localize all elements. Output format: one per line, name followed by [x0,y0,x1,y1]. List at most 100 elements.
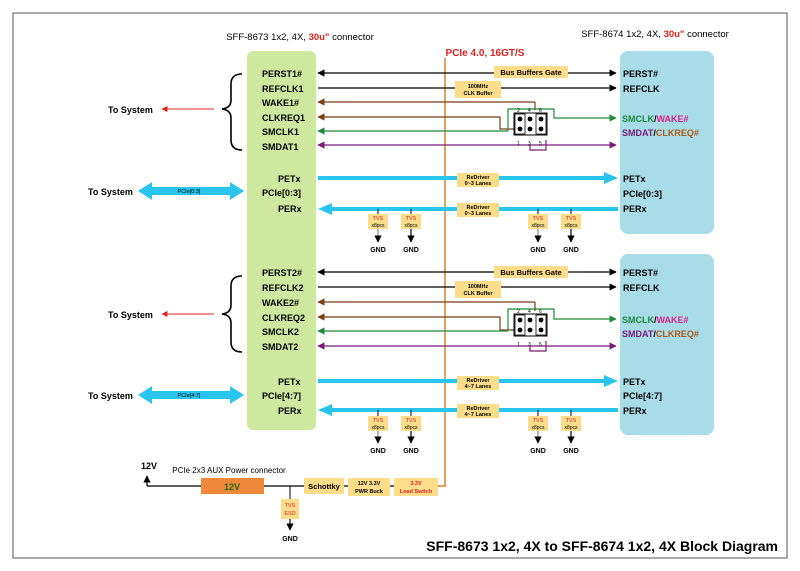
load-switch-line2: Load Switch [400,489,433,495]
power-12v-label: 12V [141,461,157,471]
port2-right-perst: PERST# [623,268,658,278]
port1-to-system-label: To System [108,105,153,115]
svg-text:TVS: TVS [533,216,544,222]
port1-clk-buffer [455,81,501,98]
port1-right-pcie: PCIe[0:3] [623,189,662,199]
port1-left-per: PERx [278,204,302,214]
port1-right-perst: PERST# [623,69,658,79]
port2-per-arrowhead [318,404,332,416]
port1-left-pcie: PCIe[0:3] [262,188,301,198]
port2-smclk-label: SMCLK2 [262,327,299,337]
port1-system-bus-right-head [230,182,244,200]
buck-box [348,478,390,496]
port2-redriver-rx-line2: 4~7 Lanes [465,412,492,418]
port1-right-smdat-clkreq: SMDAT/CLKREQ# [622,128,699,138]
svg-text:6: 6 [539,309,542,315]
schottky-label: Schottky [308,482,341,491]
svg-text:1: 1 [517,141,520,147]
svg-text:TVS: TVS [533,418,544,424]
port1-redriver-rx-line2: 0~3 Lanes [465,211,492,217]
port1-right-refclk: REFCLK [623,84,660,94]
svg-text:x8pcs: x8pcs [564,425,578,431]
left-connector-block [247,51,316,430]
svg-text:GND: GND [370,448,386,455]
svg-text:GND: GND [563,247,579,254]
port1-per-arrowhead [318,203,332,215]
svg-text:GND: GND [370,247,386,254]
port1-brace [221,73,243,151]
power-section: 12V PCIe 2x3 AUX Power connector 12V Sch… [141,461,438,543]
svg-text:5: 5 [539,141,542,147]
port2-right-pet: PETx [623,377,646,387]
port2-right-per: PERx [623,406,647,416]
esd-box [281,499,299,519]
svg-text:4: 4 [528,309,531,315]
port1-clkreq-line [317,113,514,130]
load-switch-line1: 3.3V [410,481,422,487]
svg-text:TVS: TVS [566,216,577,222]
port1-bus-buffers-gate [494,66,568,78]
right-connector-title: SFF-8674 1x2, 4X, 30u" connector [581,29,729,40]
port2-clk-buffer-line2: CLK Buffer [463,291,493,297]
esd-line2: ESD [284,511,295,517]
port2-left-per: PERx [278,406,302,416]
svg-text:6: 6 [539,108,542,114]
port1-redriver-rx-line1: ReDriver [467,205,491,211]
port1-redriver-rx [457,203,499,217]
svg-text:TVS: TVS [406,418,417,424]
port2-right-smdat-clkreq: SMDAT/CLKREQ# [622,329,699,339]
svg-text:GND: GND [563,448,579,455]
svg-text:x8pcs: x8pcs [404,425,418,431]
port1-redriver-tx [457,173,499,187]
port2-smdat-label: SMDAT2 [262,342,298,352]
port2-perst-label: PERST2# [262,268,302,278]
port1-clk-buffer-line1: 100MHz [468,84,489,90]
port1-left-pet: PETx [278,174,301,184]
svg-text:TVS: TVS [373,418,384,424]
svg-text:x8pcs: x8pcs [371,425,385,431]
port2-left-pcie: PCIe[4:7] [262,391,301,401]
power-connector [201,478,264,494]
port2-clkreq-label: CLKREQ2 [262,313,305,323]
esd-gnd-label: GND [282,536,298,543]
left-connector-title: SFF-8673 1x2, 4X, 30u" connector [226,32,374,43]
schottky-box [304,478,344,494]
port1-group: To System PERST1# REFCLK1 WAKE1# CLKREQ1… [88,66,699,254]
port2-redriver-tx-line2: 4~7 Lanes [465,384,492,390]
port2-system-bus-right-head [230,386,244,404]
svg-text:4: 4 [528,108,531,114]
port2-redriver-tx [457,376,499,390]
svg-text:5: 5 [539,342,542,348]
port1-clk-buffer-line2: CLK Buffer [463,91,493,97]
port1-right-per: PERx [623,204,647,214]
port2-group: To System PERST2# REFCLK2 WAKE2# CLKREQ2… [88,266,699,455]
esd-line1: TVS [285,503,296,509]
svg-text:x8pcs: x8pcs [531,223,545,229]
port1-smclk-label: SMCLK1 [262,127,299,137]
diagram-frame [12,12,788,559]
port1-right-pet: PETx [623,174,646,184]
right-connector-block-2 [620,254,714,435]
port2-bus-buffers-gate-label: Bus Buffers Gate [500,268,561,277]
port2-wake-label: WAKE2# [262,298,299,308]
svg-text:x8pcs: x8pcs [531,425,545,431]
port2-right-pcie: PCIe[4:7] [623,391,662,401]
port2-refclk-label: REFCLK2 [262,283,304,293]
port2-brace [221,275,243,353]
port2-clk-buffer [455,281,501,298]
port1-redriver-tx-line1: ReDriver [467,175,491,181]
port1-redriver-tx-line2: 0~3 Lanes [465,181,492,187]
port2-clkreq-line [317,313,514,331]
port1-perst-label: PERST1# [262,69,302,79]
svg-text:TVS: TVS [566,418,577,424]
svg-text:x8pcs: x8pcs [371,223,385,229]
power-connector-value: 12V [224,482,240,492]
port1-system-bus-label: PCIe[0:3] [178,189,201,195]
port1-system-bus-left-head [138,182,152,200]
port2-right-refclk: REFCLK [623,283,660,293]
buck-line1: 12V 3.3V [358,481,381,487]
